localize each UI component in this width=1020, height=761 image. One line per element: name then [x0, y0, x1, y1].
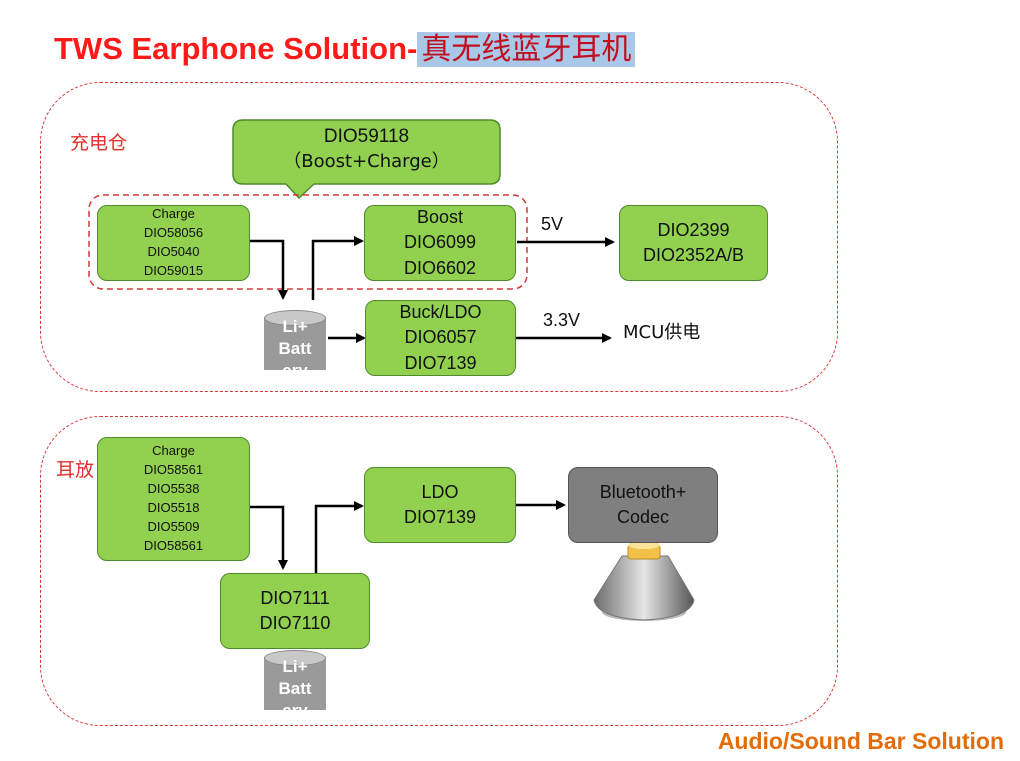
ear-codec-line: Codec: [616, 507, 670, 527]
ear-codec-block: Bluetooth+ Codec: [568, 467, 718, 543]
case-charge-block: Charge DIO58056 DIO5040 DIO59015: [97, 205, 250, 281]
case-charge-line: DIO59015: [143, 262, 204, 278]
ear-charge-line: DIO58561: [143, 462, 204, 478]
ear-switch-line: DIO7110: [259, 613, 331, 633]
case-boost-line: Boost: [416, 207, 464, 228]
ear-charge-line: Charge: [152, 443, 195, 459]
ear-battery-line: Batt: [278, 679, 312, 699]
ear-codec-line: Bluetooth+: [599, 481, 687, 502]
title-cn: 真无线蓝牙耳机: [417, 32, 636, 67]
speaker-icon: [593, 541, 695, 621]
callout-line2: （Boost+Charge）: [283, 150, 450, 172]
earbud-label: 耳放: [56, 459, 95, 481]
case-charge-line: DIO5040: [147, 244, 200, 259]
case-battery-icon: Li+ Batt ery: [264, 310, 326, 380]
earbud-section: [40, 416, 838, 726]
title-en: TWS Earphone Solution-: [54, 31, 418, 66]
label-5v: 5V: [541, 214, 564, 234]
case-boost-line: DIO6099: [403, 232, 477, 253]
ear-charge-line: DIO58561: [143, 537, 204, 553]
case-5v-line: DIO2352A/B: [642, 245, 745, 265]
charging-case-section: [40, 82, 838, 392]
callout-text: DIO59118 （Boost+Charge）: [233, 124, 500, 174]
case-5v-line: DIO2399: [657, 219, 730, 240]
arrow-charge-battery: [250, 239, 288, 300]
case-battery-line: Li+: [282, 317, 308, 336]
page-title: TWS Earphone Solution-真无线蓝牙耳机: [54, 24, 636, 68]
ear-switch-block: DIO7111 DIO7110: [220, 573, 370, 649]
case-5v-output-block: DIO2399 DIO2352A/B: [619, 205, 768, 281]
ear-ldo-line: DIO7139: [403, 507, 477, 527]
ear-charge-block: Charge DIO58561 DIO5538 DIO5518 DIO5509 …: [97, 437, 250, 561]
ear-battery-line: Li+: [282, 657, 308, 676]
ear-charge-line: DIO5538: [147, 481, 200, 497]
case-buck-line: Buck/LDO: [399, 302, 482, 323]
ear-switch-line: DIO7111: [260, 587, 330, 608]
callout-bubble: [232, 119, 501, 200]
case-boost-line: DIO6602: [403, 257, 477, 278]
charging-case-label: 充电仓: [70, 132, 128, 154]
ear-ldo-block: LDO DIO7139: [364, 467, 516, 543]
footer-solution-label: Audio/Sound Bar Solution: [717, 728, 1004, 754]
arrow-switch-ldo: [314, 501, 364, 573]
ear-charge-line: DIO5518: [147, 500, 200, 515]
case-charge-line: Charge: [152, 206, 195, 222]
case-buck-line: DIO6057: [404, 327, 477, 348]
case-charge-line: DIO58056: [143, 225, 204, 241]
label-3v3: 3.3V: [543, 310, 581, 330]
case-battery-line: Batt: [278, 339, 312, 359]
case-battery-line: ery: [282, 361, 308, 381]
case-buck-line: DIO7139: [404, 352, 477, 373]
case-buck-block: Buck/LDO DIO6057 DIO7139: [365, 300, 516, 376]
mcu-power-label: MCU供电: [623, 322, 701, 343]
case-boost-block: Boost DIO6099 DIO6602: [364, 205, 516, 281]
callout-line1: DIO59118: [323, 126, 410, 147]
ear-charge-line: DIO5509: [147, 518, 200, 534]
ear-ldo-line: LDO: [421, 481, 459, 502]
ear-battery-icon: Li+ Batt ery: [264, 650, 326, 720]
arrow-ear-charge-switch: [250, 505, 288, 570]
ear-battery-line: ery: [282, 701, 308, 721]
arrow-battery-boost: [311, 236, 364, 300]
